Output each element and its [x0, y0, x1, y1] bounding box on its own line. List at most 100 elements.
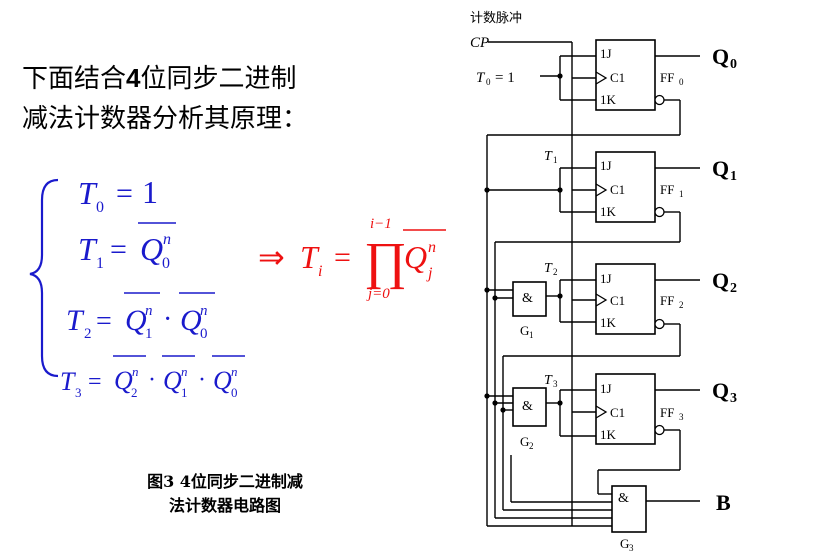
- svg-text:n: n: [181, 364, 188, 379]
- svg-text:1: 1: [679, 189, 684, 199]
- svg-text:j=0: j=0: [366, 286, 390, 302]
- svg-text:Q: Q: [114, 366, 133, 395]
- svg-text:T: T: [544, 373, 553, 388]
- ff2-label: FF 2: [660, 293, 684, 310]
- svg-text:2: 2: [730, 281, 737, 296]
- svg-text:1: 1: [529, 330, 534, 340]
- inverting-bubbles: [654, 94, 665, 436]
- svg-text:T: T: [78, 231, 98, 267]
- svg-text:3: 3: [75, 385, 82, 400]
- intro-line1-post: 位同步二进制: [140, 64, 297, 94]
- output-borrow: B: [716, 490, 731, 515]
- svg-text:2: 2: [84, 326, 92, 342]
- svg-text:·: ·: [148, 367, 156, 393]
- caption-line2: 法计数器电路图: [168, 496, 281, 515]
- svg-text:= 1: = 1: [495, 70, 515, 86]
- ff2-pin-c: C1: [610, 293, 625, 308]
- caption-line1: 图3 4位同步二进制减: [147, 472, 303, 491]
- svg-text:Q: Q: [180, 304, 202, 337]
- svg-text:T: T: [78, 175, 98, 211]
- clock-triangles: [595, 71, 608, 419]
- ff1-pin-c: C1: [610, 182, 625, 197]
- svg-text:n: n: [132, 364, 139, 379]
- equation-system: T 0 = 1 T 1 = Q n 0 T 2 = Q n 1 · Q n 0: [29, 174, 446, 400]
- svg-text:T: T: [60, 367, 76, 396]
- svg-text:Q: Q: [712, 156, 729, 181]
- ff0-pin-j: 1J: [600, 46, 612, 61]
- svg-text:2: 2: [553, 267, 558, 277]
- svg-text:⇒: ⇒: [258, 239, 285, 275]
- clock-label: CP: [470, 35, 489, 51]
- t0-label: T 0 = 1: [476, 70, 515, 87]
- svg-text:0: 0: [200, 326, 208, 342]
- ff1-label: FF 1: [660, 182, 684, 199]
- general-formula: ⇒ T i = ∏ i−1 j=0 Q n j: [258, 216, 446, 302]
- svg-text:0: 0: [231, 385, 238, 400]
- equation-t0: T 0 = 1: [78, 174, 158, 216]
- svg-text:T: T: [544, 261, 553, 276]
- svg-text:Q: Q: [712, 44, 729, 69]
- ff2-pin-j: 1J: [600, 271, 612, 286]
- svg-text:=: =: [334, 241, 351, 274]
- svg-text:2: 2: [131, 385, 138, 400]
- svg-text:1: 1: [181, 385, 188, 400]
- svg-text:·: ·: [198, 367, 206, 393]
- svg-text:1: 1: [145, 326, 153, 342]
- ff0-pin-k: 1K: [600, 92, 617, 107]
- ff1-box: [595, 151, 656, 223]
- ff1-pin-k: 1K: [600, 204, 617, 219]
- svg-text:Q: Q: [125, 304, 147, 337]
- svg-text:3: 3: [629, 543, 634, 553]
- svg-text:0: 0: [730, 57, 737, 72]
- svg-text:n: n: [428, 239, 436, 256]
- svg-text:2: 2: [679, 300, 684, 310]
- ff3-pin-c: C1: [610, 405, 625, 420]
- ff3-pin-k: 1K: [600, 427, 617, 442]
- svg-text:j: j: [426, 265, 433, 282]
- ff0-label: FF 0: [660, 70, 684, 87]
- gate-g3-box: [611, 485, 647, 533]
- svg-text:3: 3: [730, 391, 737, 406]
- svg-text:FF: FF: [660, 405, 674, 420]
- flip-flop-boxes: [512, 39, 656, 533]
- gate-g1-box: [512, 281, 547, 317]
- intro-line1-num: 4: [126, 63, 141, 93]
- intro-text: 下面结合4位同步二进制 减法计数器分析其原理：: [22, 58, 308, 139]
- svg-text:G: G: [620, 536, 629, 551]
- svg-text:0: 0: [162, 255, 170, 272]
- svg-text:FF: FF: [660, 182, 674, 197]
- equation-t2: T 2 = Q n 1 · Q n 0: [66, 292, 215, 342]
- svg-text:G: G: [520, 434, 529, 449]
- ff0-box: [595, 39, 656, 111]
- svg-text:n: n: [163, 231, 171, 248]
- svg-text:FF: FF: [660, 70, 674, 85]
- svg-text:n: n: [200, 303, 208, 319]
- svg-text:T: T: [476, 70, 486, 86]
- svg-text:FF: FF: [660, 293, 674, 308]
- equation-t1: T 1 = Q n 0: [78, 222, 176, 272]
- svg-text:1: 1: [730, 169, 737, 184]
- svg-text:=: =: [96, 306, 112, 337]
- svg-text:0: 0: [679, 77, 684, 87]
- svg-text:Q: Q: [140, 231, 163, 267]
- svg-text:n: n: [231, 364, 238, 379]
- equation-t3: T 3 = Q n 2 · Q n 1 · Q n 0: [60, 355, 245, 400]
- svg-text:=: =: [110, 233, 127, 266]
- ff2-box: [595, 263, 656, 335]
- svg-text:T: T: [66, 304, 85, 337]
- clock-label-cn: 计数脉冲: [470, 10, 522, 25]
- gate-g3-symbol: &: [618, 491, 629, 506]
- svg-text:0: 0: [486, 77, 491, 87]
- ff3-pin-j: 1J: [600, 381, 612, 396]
- svg-text:Q: Q: [213, 366, 232, 395]
- gate-g2-symbol: &: [522, 399, 533, 414]
